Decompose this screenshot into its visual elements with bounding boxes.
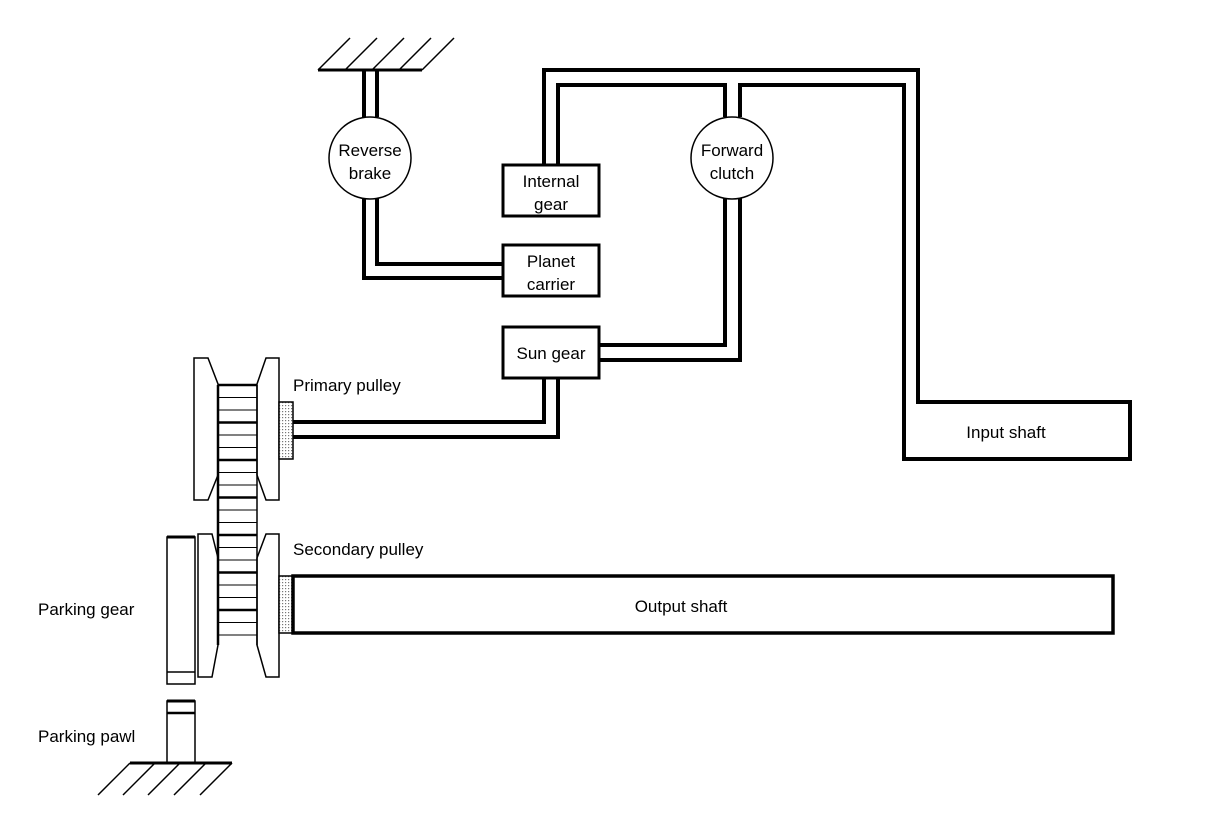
sun-primary-shaft [293,379,560,439]
forward-clutch-sun-linkage [599,198,742,362]
parking-gear-label: Parking gear [38,600,135,619]
reverse-brake-shaft [362,70,503,280]
planet-carrier-label-1: Planet [527,252,575,271]
reverse-brake: Reverse brake [328,116,412,200]
planet-carrier: Planet carrier [501,243,601,298]
parking-pawl: Parking pawl [38,699,196,764]
output-shaft-label: Output shaft [635,597,728,616]
reverse-brake-label-2: brake [349,164,392,183]
sun-gear: Sun gear [501,325,601,380]
sun-gear-label: Sun gear [517,344,586,363]
primary-pulley: Primary pulley [193,357,401,501]
forward-clutch-label-1: Forward [701,141,763,160]
input-shaft-label: Input shaft [966,423,1046,442]
ground-top [317,37,455,72]
internal-gear: Internal gear [501,163,601,218]
forward-clutch-label-2: clutch [710,164,754,183]
ground-bottom [97,761,233,796]
reverse-brake-label-1: Reverse [338,141,401,160]
planet-carrier-label-2: carrier [527,275,576,294]
output-shaft: Output shaft [291,574,1115,635]
parking-pawl-label: Parking pawl [38,727,135,746]
parking-gear: Parking gear [38,535,196,685]
primary-pulley-label: Primary pulley [293,376,401,395]
secondary-pulley-label: Secondary pulley [293,540,424,559]
internal-gear-label-1: Internal [523,172,580,191]
internal-gear-label-2: gear [534,195,568,214]
belt [216,383,258,645]
forward-clutch: Forward clutch [690,116,774,200]
internal-gear-input-linkage [542,68,1132,461]
